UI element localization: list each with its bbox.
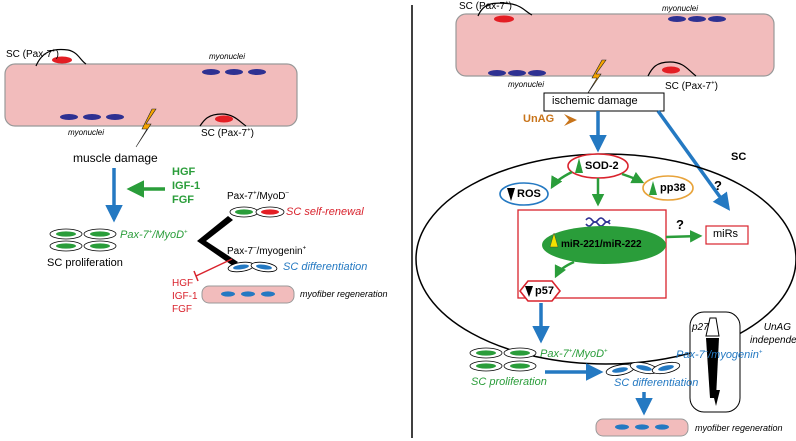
- pp38-up-arrow-icon: [649, 181, 657, 195]
- mir-to-mirs-arrow: [665, 230, 703, 243]
- differentiation-label-right: SC differentiation: [614, 377, 699, 389]
- myonucleus: [106, 114, 124, 120]
- mirs-box: [705, 225, 749, 245]
- myonucleus: [225, 69, 243, 75]
- differentiating-cells: [227, 261, 278, 273]
- self-renewal-marker: Pax-7+/MyoD–: [227, 190, 289, 202]
- myonucleus: [202, 69, 220, 75]
- regenerated-myofiber: [201, 285, 295, 304]
- differentiation-marker-right: Pax-7–/myogenin+: [676, 349, 763, 361]
- satellite-cell-nucleus: [494, 15, 514, 23]
- unag-independent-label: UnAG independent: [750, 322, 796, 346]
- inhibitors-list: HGF IGF-1 FGF: [172, 277, 198, 316]
- fate-fork: [197, 216, 238, 266]
- regenerated-myofiber: [595, 418, 689, 437]
- ischemic-to-mirs-arrow: [656, 109, 731, 211]
- question-mark-middle: ?: [676, 217, 684, 232]
- sc-label-bottom-left: SC (Pax-7+): [201, 127, 254, 139]
- myonuclei-label-bottom-left: myonuclei: [68, 128, 105, 137]
- p57-down-arrow-icon: [525, 286, 533, 297]
- mir-to-p57-arrow: [554, 260, 575, 279]
- question-mark-upper: ?: [714, 178, 722, 193]
- differentiation-label-left: SC differentiation: [283, 261, 368, 273]
- nucleus-box: [517, 209, 667, 299]
- mirs-label: miRs: [713, 228, 739, 240]
- myonucleus: [488, 70, 506, 76]
- myonucleus: [668, 16, 686, 22]
- sc-proliferation-label-left: SC proliferation: [47, 257, 123, 269]
- pax7-myod-label-right: Pax-7+/MyoD+: [540, 348, 608, 360]
- myonucleus: [83, 114, 101, 120]
- mir-node: [542, 226, 666, 264]
- sc-label-top-left: SC (Pax-7+): [6, 48, 59, 60]
- inhibitor: IGF-1: [172, 291, 198, 302]
- inhibition-line: [195, 258, 233, 277]
- p27-up-arrow-icon: [705, 317, 720, 337]
- left-muscle-fiber: [4, 48, 298, 127]
- pp38-label: pp38: [660, 182, 686, 194]
- differentiating-cells: [605, 361, 681, 376]
- myonucleus: [60, 114, 78, 120]
- ischemic-damage-label: ischemic damage: [552, 95, 638, 107]
- sod2-label: SOD-2: [585, 160, 619, 172]
- right-muscle-fiber: [455, 2, 775, 77]
- proliferating-cells: [49, 228, 117, 252]
- myofiber-regeneration-label-right: myofiber regeneration: [695, 423, 783, 433]
- myonucleus: [508, 70, 526, 76]
- p57-label: p57: [535, 285, 554, 297]
- myonucleus: [688, 16, 706, 22]
- sod2-to-pp38-arrow: [621, 171, 645, 184]
- sc-compartment-label: SC: [731, 151, 747, 163]
- p27-down-arrow-icon: [706, 338, 719, 398]
- self-renewal-cells: [229, 206, 285, 218]
- myonucleus: [248, 69, 266, 75]
- inhibitor: FGF: [172, 304, 192, 315]
- mir-up-arrow-icon: [549, 232, 559, 248]
- lightning-bolt-icon: [135, 108, 157, 148]
- satellite-cell-nucleus: [52, 56, 72, 64]
- sc-proliferation-label-right: SC proliferation: [471, 376, 547, 388]
- differentiation-marker-left: Pax-7–/myogenin+: [227, 245, 307, 257]
- mir-label: miR-221/miR-222: [561, 239, 642, 250]
- pax7-myod-label-left: Pax-7+/MyoD+: [120, 229, 188, 241]
- growth-factors-list: HGF IGF-1 FGF: [172, 165, 200, 207]
- myonuclei-label-bottom-right: myonuclei: [508, 80, 545, 89]
- satellite-cell-nucleus: [215, 115, 233, 123]
- self-renewal-label: SC self-renewal: [286, 206, 364, 218]
- unag-chevron-icon: [564, 114, 577, 126]
- growth-factor: IGF-1: [172, 180, 201, 192]
- muscle-damage-label: muscle damage: [73, 151, 158, 165]
- myonucleus: [528, 70, 546, 76]
- growth-factor: FGF: [172, 194, 194, 206]
- lightning-bolt-icon: [585, 59, 607, 97]
- proliferating-cells: [469, 347, 537, 372]
- myonucleus: [708, 16, 726, 22]
- ros-label: ROS: [517, 188, 541, 200]
- inhibition-bar: [193, 270, 199, 282]
- inhibitor: HGF: [172, 278, 194, 289]
- sc-label-bottom-right: SC (Pax-7+): [665, 80, 718, 92]
- satellite-cell-nucleus: [662, 66, 680, 74]
- p27-label: p27: [692, 322, 709, 333]
- sod2-to-ros-arrow: [550, 170, 573, 190]
- myonuclei-label-top-left: myonuclei: [209, 52, 246, 61]
- sc-label-top-right: SC (Pax-7+): [459, 0, 512, 12]
- myonuclei-label-top-right: myonuclei: [662, 4, 699, 13]
- myofiber-regeneration-label-left: myofiber regeneration: [300, 289, 388, 299]
- unag-label: UnAG: [523, 113, 555, 125]
- ros-down-arrow-icon: [507, 188, 515, 201]
- growth-factor: HGF: [172, 166, 196, 178]
- sod2-up-arrow-icon: [575, 158, 583, 173]
- ischemic-damage-box: [543, 92, 665, 112]
